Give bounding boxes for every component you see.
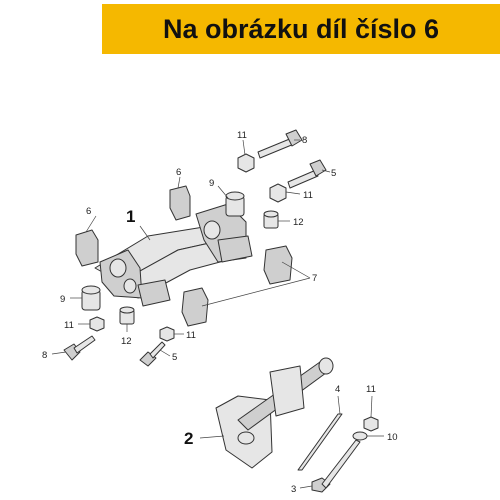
nut-11-bottom <box>363 416 379 432</box>
callout-part-10: 10 <box>387 432 398 443</box>
callout-assembly-1: 1 <box>126 207 135 226</box>
callout-part-9-left: 9 <box>60 294 65 305</box>
rubber-block-6-left <box>75 229 99 267</box>
nut-11-left <box>89 316 105 332</box>
callout-part-11-top: 11 <box>237 130 247 141</box>
banner-background <box>102 4 500 54</box>
callout-part-11-left: 11 <box>64 320 74 331</box>
frame-assembly-1 <box>94 203 253 307</box>
bolt-5-top <box>287 159 327 189</box>
callout-part-5-top: 5 <box>331 168 336 179</box>
bolt-3-shaft <box>321 439 361 489</box>
callout-assembly-2: 2 <box>184 429 193 448</box>
nut-11-right <box>269 183 287 203</box>
callout-part-11-right: 11 <box>303 190 313 201</box>
rubber-block-7-right <box>263 245 293 285</box>
banner-title: Na obrázku díl číslo 6 <box>162 13 440 44</box>
spacer-12-right <box>263 210 279 229</box>
bolt-8-top <box>257 129 303 159</box>
bracket-assembly-2 <box>215 357 334 469</box>
rubber-block-7-lower <box>181 287 209 327</box>
banner: Na obrázku díl číslo 6 <box>102 4 500 54</box>
callout-part-8-left: 8 <box>42 350 47 361</box>
nut-11-top <box>237 153 255 173</box>
washer-10 <box>352 431 368 441</box>
bolt-8-left <box>63 335 96 361</box>
callout-part-11-bottom: 11 <box>366 384 376 395</box>
long-bolt-4 <box>297 413 343 471</box>
bolt-5-bottom <box>139 341 166 367</box>
bushing-9-top <box>225 191 245 217</box>
callout-part-4: 4 <box>335 384 340 395</box>
callout-part-9-top: 9 <box>209 178 214 189</box>
callout-part-12-right: 12 <box>293 217 304 228</box>
leader-lines <box>51 139 384 489</box>
rubber-block-6-top <box>169 185 191 221</box>
bushing-9-left <box>81 285 101 311</box>
spacer-12-left <box>119 306 135 325</box>
nut-11-mid <box>159 326 175 342</box>
callout-part-7: 7 <box>312 273 317 284</box>
callout-part-3: 3 <box>291 484 296 495</box>
callout-part-8-top: 8 <box>302 135 307 146</box>
callout-part-6-top: 6 <box>176 167 181 178</box>
callout-part-11-mid: 11 <box>186 330 196 341</box>
callout-part-12-left: 12 <box>121 336 132 347</box>
callout-part-6-left: 6 <box>86 206 91 217</box>
callout-part-5-bottom: 5 <box>172 352 177 363</box>
